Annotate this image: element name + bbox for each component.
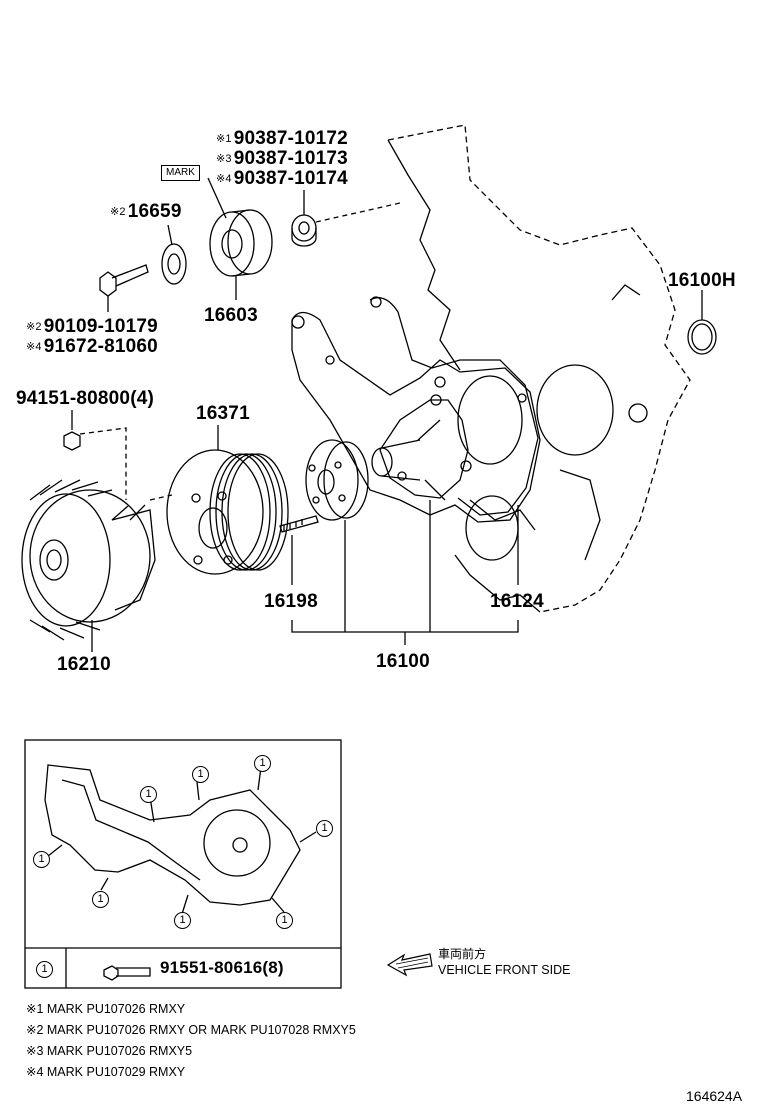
bolt-90109 (99, 264, 149, 312)
inset-callout: 1 (174, 912, 191, 929)
label-16603: 16603 (204, 305, 258, 326)
inset-callout: 1 (33, 851, 50, 868)
inset-callout: 1 (276, 912, 293, 929)
label-16371: 16371 (196, 403, 250, 424)
legend-part: 91551-80616(8) (160, 958, 284, 977)
stud-16198 (279, 515, 319, 585)
label-16100h: 16100H (668, 270, 736, 291)
nut-94151 (63, 410, 127, 500)
inset-box (24, 739, 342, 989)
idler-pulley-16603 (207, 177, 273, 300)
water-pump-gasket-16124 (291, 296, 541, 561)
footnote-3: ※3 MARK PU107026 RMXY5 (26, 1044, 193, 1058)
footnote-2: ※2 MARK PU107026 RMXY OR MARK PU107028 R… (26, 1023, 356, 1037)
vehicle-front-jp: 車両前方 (438, 947, 487, 961)
vehicle-front-en: VEHICLE FRONT SIDE (438, 963, 571, 977)
inset-callout: 1 (92, 891, 109, 908)
idler-bolt-90387 (291, 190, 401, 247)
label-16124: 16124 (490, 591, 544, 612)
label-16198: 16198 (264, 591, 318, 612)
inset-callout: 1 (316, 820, 333, 837)
footnote-1: ※1 MARK PU107026 RMXY (26, 1002, 186, 1016)
fan-clutch-16210 (21, 479, 156, 652)
washer-16659 (161, 224, 187, 285)
water-pump-body (371, 394, 472, 501)
legend-key: 1 (36, 961, 53, 978)
mark-box: MARK (161, 165, 200, 181)
label-16100: 16100 (376, 651, 430, 672)
vehicle-front-arrow-icon (386, 953, 433, 977)
assembly-bracket-16100 (291, 500, 519, 645)
pump-hub-flange (305, 439, 369, 521)
figure-id: 164624A (686, 1088, 743, 1104)
footnote-4: ※4 MARK PU107029 RMXY (26, 1065, 186, 1079)
inset-callout: 1 (140, 786, 157, 803)
inset-callout: 1 (254, 755, 271, 772)
inset-callout: 1 (192, 766, 209, 783)
pulley-16371 (149, 425, 289, 575)
timing-cover (387, 124, 691, 613)
label-94151: 94151-80800(4) (16, 388, 155, 409)
label-16210: 16210 (57, 654, 111, 675)
